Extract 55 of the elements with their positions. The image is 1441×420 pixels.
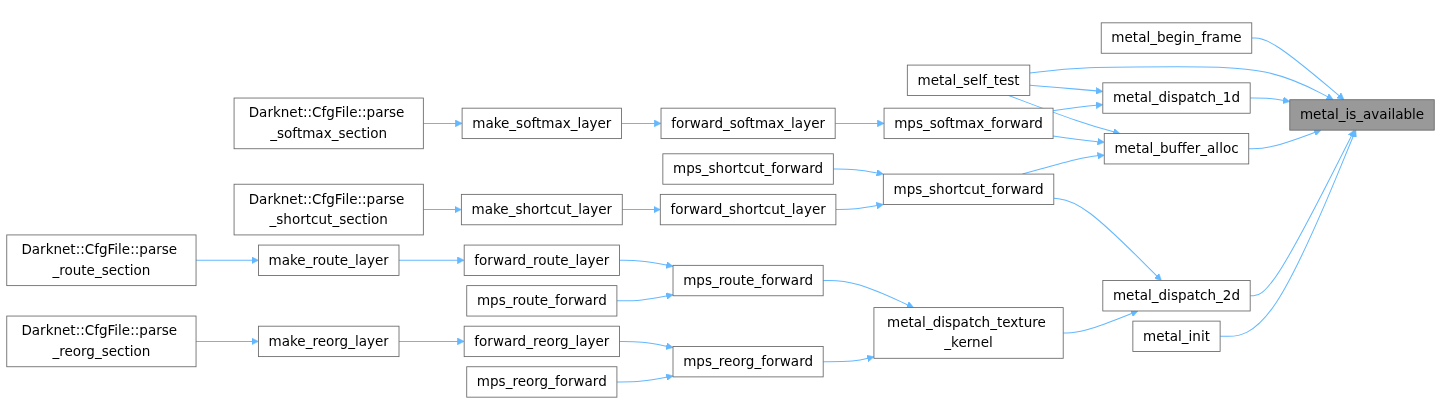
node-box: forward_shortcut_layer: [659, 193, 837, 226]
arrow: [1052, 135, 1105, 146]
arrow: [621, 119, 662, 128]
node-box: Darknet::CfgFile::parse _shortcut_section: [233, 183, 424, 236]
arrow: [398, 256, 465, 264]
arrow: [422, 205, 462, 214]
arrow: [1053, 197, 1162, 281]
arrow: [621, 205, 661, 214]
node-box: make_shortcut_layer: [460, 193, 623, 226]
arrow: [618, 259, 674, 269]
arrow: [422, 119, 463, 128]
arrow: [616, 292, 674, 302]
arrow: [398, 337, 465, 346]
arrow: [822, 354, 875, 363]
node-box: make_softmax_layer: [461, 107, 622, 140]
arrow: [1029, 66, 1334, 101]
arrow: [1062, 310, 1139, 334]
node-box: mps_shortcut_forward: [882, 173, 1055, 205]
arrow: [616, 373, 674, 383]
arrow: [822, 280, 914, 309]
node-box: Darknet::CfgFile::parse _softmax_section: [233, 97, 424, 150]
node-box: mps_route_forward: [466, 285, 618, 317]
node-box: metal_buffer_alloc: [1103, 133, 1250, 165]
arrow: [1249, 96, 1291, 104]
node-box: metal_dispatch_1d: [1102, 82, 1251, 114]
node-box: metal_is_available: [1289, 99, 1435, 131]
arrow: [834, 119, 885, 128]
node-box: mps_softmax_forward: [883, 107, 1054, 140]
arrow: [195, 337, 259, 346]
arrow: [1251, 37, 1345, 101]
node-box: metal_begin_frame: [1100, 22, 1253, 54]
node-box: mps_shortcut_forward: [662, 153, 834, 185]
arrow: [1249, 129, 1355, 297]
node-box: Darknet::CfgFile::parse _reorg_section: [6, 315, 197, 368]
arrow: [1052, 101, 1104, 112]
node-box: mps_route_forward: [672, 264, 824, 297]
node-box: make_route_layer: [258, 244, 400, 276]
arrow: [1248, 129, 1322, 150]
arrow: [832, 168, 884, 177]
node-box: make_reorg_layer: [258, 325, 400, 358]
arrow: [1029, 84, 1104, 95]
node-box: forward_reorg_layer: [463, 325, 620, 358]
node-box: forward_softmax_layer: [660, 107, 836, 140]
node-box: forward_route_layer: [463, 244, 620, 276]
node-box: metal_dispatch_texture _kernel: [873, 307, 1064, 359]
node-box: metal_self_test: [906, 64, 1031, 96]
node-box: mps_reorg_forward: [466, 366, 618, 398]
node-box: Darknet::CfgFile::parse _route_section: [6, 234, 197, 287]
node-box: metal_dispatch_2d: [1102, 280, 1251, 312]
arrow: [195, 256, 259, 264]
arrow: [618, 340, 674, 350]
node-box: metal_init: [1132, 320, 1221, 352]
arrow: [835, 202, 884, 211]
node-box: mps_reorg_forward: [672, 346, 824, 378]
arrow: [1219, 129, 1357, 337]
